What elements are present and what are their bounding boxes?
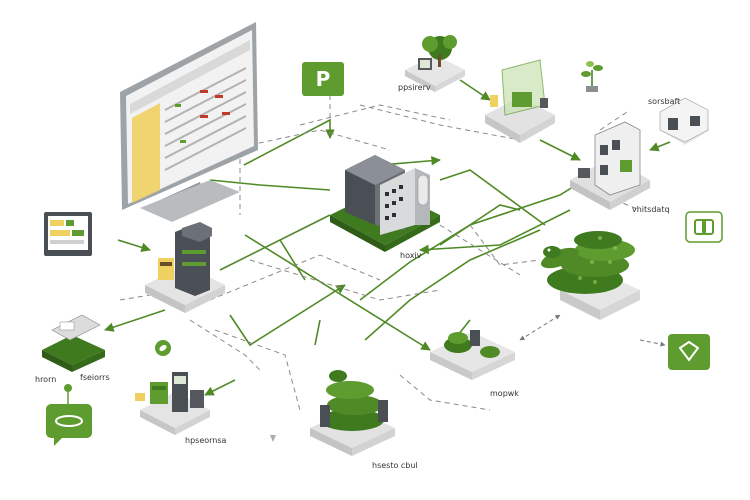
- diamond-badge-icon[interactable]: [668, 334, 710, 370]
- connector-line: [439, 204, 521, 246]
- connector-line: [419, 209, 571, 255]
- center-node-label: hoxiv: [400, 251, 422, 260]
- connector-line: [117, 239, 151, 253]
- dashed-connector: [249, 129, 391, 151]
- connector-line: [229, 284, 346, 347]
- connector-line: [314, 319, 321, 346]
- top-right-machine-node[interactable]: sorsbaft: [648, 97, 710, 145]
- decorative-marker: [270, 435, 276, 442]
- monitor-table-rows: [164, 67, 247, 171]
- building-windows: [385, 185, 403, 220]
- left-bottom-label-b: fseiorrs: [80, 373, 110, 382]
- leaf-icon: [581, 61, 603, 92]
- bottom-left-node-label: hpseornsa: [185, 436, 227, 445]
- connector-line: [104, 309, 166, 332]
- connector-line: [539, 139, 581, 161]
- connector-line: [209, 179, 331, 191]
- location-pin-icon: [64, 384, 72, 405]
- bottom-left-machine-node[interactable]: hpseornsa: [135, 372, 227, 445]
- dashed-connector: [214, 329, 301, 411]
- right-node-label: vhitsdatq: [632, 205, 670, 214]
- dashed-connector: [119, 294, 151, 301]
- dashed-connector: [439, 224, 521, 276]
- connector-line: [219, 214, 331, 271]
- factory-node[interactable]: vhitsdatq: [570, 121, 670, 214]
- chat-bubble-icon[interactable]: [46, 404, 92, 446]
- greenhouse-node[interactable]: [485, 59, 555, 143]
- parking-badge-icon[interactable]: P: [302, 62, 344, 96]
- left-lower-machine-node[interactable]: hrorn fseiorrs: [35, 314, 110, 384]
- left-server-node[interactable]: [145, 222, 225, 313]
- dashed-connector: [299, 104, 451, 126]
- connector-line: [364, 229, 541, 341]
- central-datacenter[interactable]: hoxiv: [330, 155, 440, 260]
- monitor-status-marks: [200, 90, 230, 118]
- bottom-right-node-label: mopwk: [490, 389, 519, 398]
- connector-line: [459, 79, 491, 101]
- connector-line: [243, 118, 335, 166]
- link-badge-icon[interactable]: [685, 211, 723, 243]
- bottom-center-node-label: hsesto cbul: [372, 461, 418, 470]
- connector-line: [279, 239, 306, 281]
- dashed-connector: [399, 374, 491, 411]
- top-tree-node[interactable]: ppsirerv: [398, 35, 465, 92]
- chart-panel-icon[interactable]: [44, 212, 92, 256]
- top-node-label: ppsirerv: [398, 83, 431, 92]
- connector-line: [649, 141, 671, 152]
- snake-scales: [578, 236, 617, 284]
- left-bottom-label-a: hrorn: [35, 375, 56, 384]
- dashed-connector: [359, 104, 521, 141]
- dashed-connector: [469, 224, 541, 266]
- leaf-icon: [155, 340, 171, 356]
- bottom-snake-node[interactable]: hsesto cbul: [310, 370, 418, 470]
- dashed-connector: [599, 109, 631, 131]
- python-snake-node[interactable]: [538, 231, 640, 320]
- badge-p-letter: P: [316, 67, 331, 91]
- dashed-connector: [209, 254, 381, 301]
- dashed-connector: [519, 314, 561, 341]
- connector-lines: [104, 79, 671, 411]
- connector-line: [204, 379, 236, 396]
- dashed-connector: [639, 339, 666, 347]
- dashed-connector: [249, 259, 441, 301]
- connector-line: [439, 169, 546, 226]
- monitor-accent-marks: [175, 104, 186, 143]
- monitor-icon[interactable]: [120, 22, 258, 222]
- top-right-node-label: sorsbaft: [648, 97, 680, 106]
- bottom-right-coil-node[interactable]: mopwk: [430, 330, 519, 398]
- dashed-connector: [189, 319, 261, 371]
